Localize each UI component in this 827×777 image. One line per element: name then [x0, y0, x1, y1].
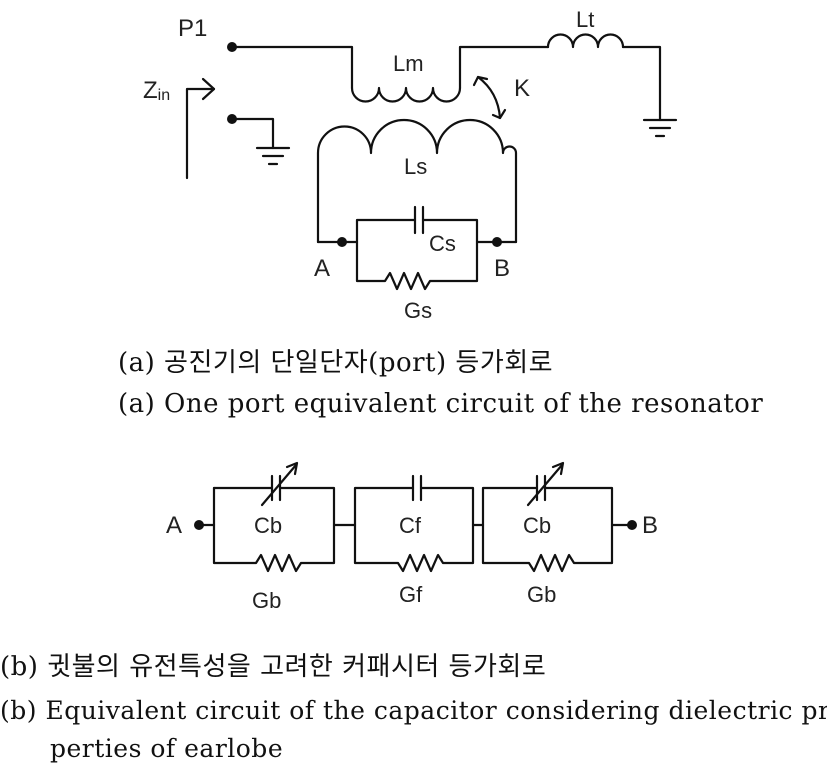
label-b-b: B [642, 512, 658, 539]
block3-outline [481, 486, 614, 573]
caption-a-korean: (a) 공진기의 단일단자(port) 등가회로 [118, 348, 554, 378]
inductor-ls [316, 118, 518, 244]
block-cb-gb-left [212, 461, 336, 573]
caption-b-english-line2: perties of earlobe [50, 734, 284, 763]
caption-b-english-line1: (b) Equivalent circuit of the capacitor … [0, 696, 827, 725]
label-lm: Lm [393, 51, 424, 76]
label-cf: Cf [399, 513, 422, 538]
caption-b-korean: (b) 귓불의 유전특성을 고려한 커패시터 등가회로 [0, 652, 547, 682]
label-cb-right: Cb [523, 513, 551, 538]
wire-lm-to-lt [458, 45, 550, 90]
variable-arrow-cb1 [260, 463, 298, 507]
label-cs: Cs [429, 231, 456, 256]
block-cf-gf-middle [353, 474, 475, 573]
label-gb-right: Gb [527, 582, 556, 607]
resistor-gs [355, 240, 479, 291]
label-p1: P1 [178, 15, 207, 42]
wire-terminal-to-ground [230, 117, 275, 150]
block-cb-gb-right [481, 461, 614, 573]
label-cb-left: Cb [254, 513, 282, 538]
label-gb-left: Gb [252, 588, 281, 613]
wire-cs-left [340, 218, 417, 244]
label-b: B [494, 255, 510, 282]
coupling-arrow-k [472, 75, 507, 120]
label-lt: Lt [576, 7, 594, 32]
variable-arrow-cb2 [526, 463, 564, 507]
wire-p1-to-lm [230, 45, 354, 90]
label-zin: Zin [143, 77, 170, 104]
inductor-lt [546, 33, 625, 49]
label-k: K [514, 75, 530, 102]
zin-arrow [185, 77, 216, 180]
label-gf: Gf [399, 582, 423, 607]
label-gs: Gs [404, 298, 432, 323]
wire-lt-to-ground [621, 45, 662, 122]
label-ls: Ls [404, 154, 427, 179]
inductor-lm [350, 86, 462, 103]
ground-symbol-right [642, 118, 678, 138]
diagram-a-resonator-circuit: P1 Zin Lm Lt K Ls Cs Gs A B [143, 7, 678, 323]
label-a: A [314, 255, 330, 282]
diagram-b-capacitor-circuit: A B Cb Cf Cb Gb Gf Gb [166, 461, 658, 613]
caption-a-english: (a) One port equivalent circuit of the r… [118, 389, 764, 419]
wire-cs-right [421, 218, 499, 244]
ground-symbol-left [255, 146, 291, 166]
block1-outline [212, 486, 336, 573]
label-b-a: A [166, 512, 182, 539]
block2-outline [353, 486, 475, 573]
